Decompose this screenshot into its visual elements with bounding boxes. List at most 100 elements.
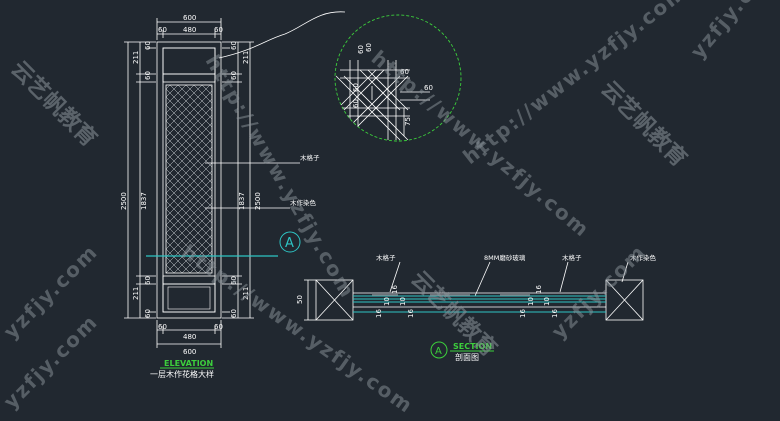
watermark-url-8: yzfjy.com xyxy=(685,0,780,63)
lattice-bar xyxy=(166,170,212,218)
lattice-bar xyxy=(166,114,212,162)
section-mid-dim-5: 16 xyxy=(407,309,415,318)
lattice-bar xyxy=(166,90,212,138)
lattice-bar xyxy=(166,154,212,202)
section-mid-dims-right: 16 10 16 10 16 xyxy=(519,285,559,318)
lattice-bar xyxy=(166,104,212,152)
section-label-lattice-left: 木格子 xyxy=(376,253,396,262)
lattice-bar xyxy=(166,130,212,178)
lattice-bar xyxy=(0,85,50,273)
dim-bottom-60-left: 60 xyxy=(158,323,167,331)
bottom-inset xyxy=(167,286,211,310)
lattice-bar xyxy=(386,85,574,273)
lattice-bar xyxy=(166,146,212,194)
dim-right-211-top: 211 xyxy=(242,51,250,64)
elevation-title-cn: 一层木作花格大样 xyxy=(150,369,214,379)
lattice-pattern xyxy=(0,85,574,273)
detail-dim-6: 60 xyxy=(424,84,433,92)
section-mid-dim-3: 16 xyxy=(391,285,399,294)
lattice-bar xyxy=(169,85,212,128)
dim-left-2500: 2500 xyxy=(120,192,128,210)
dim-bottom-60-right: 60 xyxy=(214,323,223,331)
dim-right-1837: 1837 xyxy=(238,192,246,210)
dim-left-60-c: 60 xyxy=(144,276,152,285)
elevation-view xyxy=(124,18,300,348)
dim-bottom-600: 600 xyxy=(183,348,196,356)
lattice-bar xyxy=(166,85,187,106)
section-mid-dim-1: 16 xyxy=(375,309,383,318)
dim-left-60-d: 60 xyxy=(144,309,152,318)
lattice-bar xyxy=(166,85,203,122)
dim-bottom-480: 480 xyxy=(183,333,196,341)
dim-left-211-top: 211 xyxy=(132,51,140,64)
lattice-bar xyxy=(0,85,10,273)
lattice-bar xyxy=(166,152,212,200)
lattice-bar xyxy=(166,98,212,146)
dim-right-60-d: 60 xyxy=(230,309,238,318)
callout-paint: 木作染色 xyxy=(290,198,317,207)
lattice-bar xyxy=(166,240,199,273)
lattice-bar xyxy=(166,162,212,210)
dim-top-480: 480 xyxy=(183,26,196,34)
detail-dim-5: 60 xyxy=(352,99,360,108)
lattice-bar xyxy=(166,88,212,136)
lattice-bar xyxy=(166,176,212,224)
right-dims: 211 60 60 2500 1837 211 60 60 xyxy=(230,41,262,318)
dim-top-60-right: 60 xyxy=(214,26,223,34)
detail-circle xyxy=(334,14,462,142)
lattice-bar xyxy=(166,218,212,266)
elevation-title-en: ELEVATION xyxy=(164,359,213,368)
left-dims: 211 60 60 2500 1837 211 60 60 xyxy=(120,41,152,318)
top-rail xyxy=(162,73,216,83)
lattice-bar xyxy=(166,85,211,130)
section-mid-dim-r5: 16 xyxy=(551,309,559,318)
detail-dim-3: 60 xyxy=(400,68,409,76)
section-post-left xyxy=(315,279,354,321)
lattice-bar xyxy=(166,208,212,256)
lattice-bar xyxy=(314,85,502,273)
lattice-bar xyxy=(166,96,212,144)
dim-left-60-b: 60 xyxy=(144,41,152,50)
section-mid-dim-r3: 16 xyxy=(535,285,543,294)
dim-top-60-left: 60 xyxy=(158,26,167,34)
detail-dim-2: 60 xyxy=(365,43,373,52)
section-hatch xyxy=(372,294,530,296)
lattice-bar xyxy=(0,85,26,273)
section-marker-circle xyxy=(279,231,301,253)
dim-left-1837: 1837 xyxy=(140,192,148,210)
detail-dim-4: 60 xyxy=(352,83,360,92)
lattice-bar xyxy=(0,85,18,273)
section-title-marker-circle xyxy=(430,341,448,359)
section-mid-dim-2: 10 xyxy=(383,297,391,306)
lattice-bar xyxy=(166,138,212,186)
section-title-en: SECTION xyxy=(453,342,492,351)
section-mid-dim-r4: 10 xyxy=(543,297,551,306)
lattice-bar xyxy=(166,248,191,273)
lattice-bar xyxy=(166,200,212,248)
lattice-bar xyxy=(166,202,212,250)
callout-lattice: 木格子 xyxy=(300,153,320,162)
dim-left-211-bottom: 211 xyxy=(132,287,140,300)
lattice-bar xyxy=(166,216,212,264)
bottom-panel xyxy=(162,283,216,313)
dim-right-60-b: 60 xyxy=(230,41,238,50)
section-height-dim: 50 xyxy=(296,295,304,304)
section-view xyxy=(304,261,644,321)
lattice-bar xyxy=(166,226,212,273)
section-title-marker-letter: A xyxy=(435,346,442,357)
lattice-bar xyxy=(0,85,2,273)
watermark-brand-1: 云艺帆教育 xyxy=(6,56,102,152)
dim-right-60-a: 60 xyxy=(230,71,238,80)
dim-left-60-a: 60 xyxy=(144,71,152,80)
section-title-cn: 剖面图 xyxy=(455,352,479,362)
section-marker-letter: A xyxy=(285,236,294,251)
lattice-border xyxy=(165,84,213,274)
detail-leader-curve xyxy=(218,11,346,59)
section-mid-dim-4: 10 xyxy=(399,297,407,306)
lattice-bar xyxy=(166,144,212,192)
section-label-paint: 木作染色 xyxy=(630,253,657,262)
detail-dim-1: 60 xyxy=(357,45,365,54)
dim-right-2500: 2500 xyxy=(254,192,262,210)
section-mid-dim-r2: 10 xyxy=(527,297,535,306)
dim-right-211-bottom: 211 xyxy=(242,287,250,300)
